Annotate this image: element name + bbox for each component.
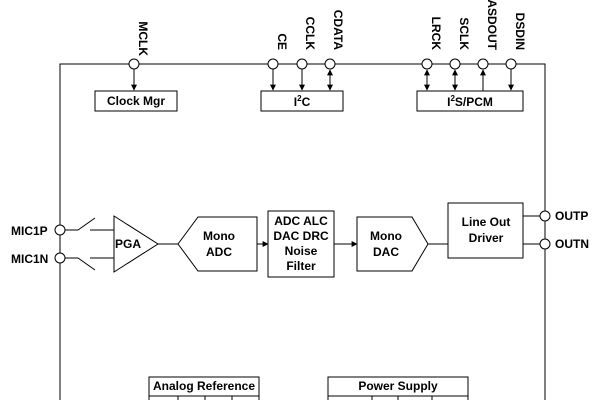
i2c-block: [260, 90, 344, 112]
pin-label-ce: CE: [275, 33, 289, 50]
mono-adc-label-1: Mono: [203, 229, 235, 243]
line-out-driver-block: [447, 202, 524, 259]
pin-label-sclk: SCLK: [457, 17, 471, 50]
asdout-pin: [477, 58, 489, 70]
i2s-pcm-label: I2S/PCM: [447, 94, 493, 109]
power-supply-label: Power Supply: [358, 379, 438, 393]
dsp-label-3: Noise: [285, 244, 318, 258]
pin-label-cclk: CCLK: [303, 17, 317, 51]
pin-label-mic1n: MIC1N: [11, 252, 48, 266]
clock-mgr-block: [94, 90, 178, 112]
sclk-pin: [449, 58, 461, 70]
pin-label-dsdin: DSDIN: [513, 13, 527, 50]
mono-dac-label-2: DAC: [373, 245, 399, 259]
line-out-label-1: Line Out: [462, 215, 511, 229]
i2s-pcm-block: [416, 90, 524, 112]
pin-label-outn: OUTN: [555, 237, 589, 251]
pga-label: PGA: [115, 237, 141, 251]
mono-dac-block: [356, 216, 429, 272]
analog-reference-label: Analog Reference: [153, 379, 255, 393]
mic1p-switch: [65, 217, 114, 231]
dsp-label-4: Filter: [286, 259, 316, 273]
dsp-block: [267, 210, 335, 278]
pin-label-asdout: ASDOUT: [485, 0, 499, 51]
ce-pin: [267, 58, 279, 70]
dsdin-pin: [505, 58, 517, 70]
cclk-pin: [296, 58, 308, 70]
mono-adc-block: [177, 216, 258, 272]
mono-dac-label-1: Mono: [370, 229, 402, 243]
analog-reference-block: [148, 376, 260, 400]
pin-label-lrck: LRCK: [429, 17, 443, 51]
pin-label-mclk: MCLK: [136, 21, 150, 56]
mono-adc-label-2: ADC: [206, 245, 232, 259]
cdata-pin: [324, 58, 336, 70]
mic1n-switch: [65, 257, 114, 271]
mclk-pin: [128, 58, 140, 70]
pga-amplifier: [113, 215, 159, 273]
line-out-label-2: Driver: [469, 231, 504, 245]
dsp-label-2: DAC DRC: [273, 229, 329, 243]
lrck-pin: [421, 58, 433, 70]
mic1n-pin: [54, 252, 66, 264]
pin-label-mic1p: MIC1P: [11, 224, 48, 238]
mic1p-pin: [54, 224, 66, 236]
pin-label-outp: OUTP: [555, 209, 588, 223]
outn-pin: [539, 238, 551, 250]
i2c-label: I2C: [294, 94, 311, 109]
clock-mgr-label: Clock Mgr: [107, 94, 165, 108]
outp-pin: [539, 210, 551, 222]
pin-label-cdata: CDATA: [331, 10, 345, 51]
power-supply-block: [327, 376, 469, 400]
dsp-label-1: ADC ALC: [274, 214, 328, 228]
